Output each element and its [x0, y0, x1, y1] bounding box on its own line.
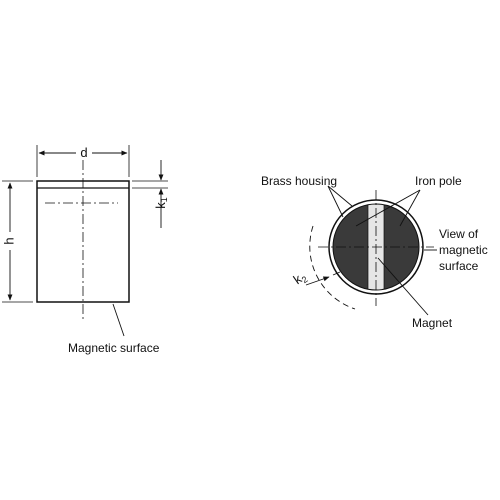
surface-label: surface [439, 259, 479, 273]
iron-pole-label: Iron pole [415, 174, 462, 188]
brass-housing-label: Brass housing [261, 174, 337, 188]
dimension-d-label: d [80, 145, 87, 160]
magnetic-label: magnetic [439, 243, 488, 257]
magnet-label: Magnet [412, 316, 453, 330]
magnetic-surface-leader [112, 303, 125, 337]
dimension-d: d [36, 144, 130, 177]
iron-pole-leader-right [399, 189, 421, 227]
dimension-k1-label: k1 [153, 197, 169, 209]
dimension-k2-label: k2 [290, 268, 309, 289]
dimension-h: h [1, 180, 33, 303]
dimension-k1: k1 [132, 160, 169, 228]
view-of-label: View of [439, 227, 479, 241]
side-view: d h k1 Magnetic surface [1, 144, 169, 355]
brass-housing-leader-2 [327, 185, 344, 218]
iron-pole-leader-left [355, 189, 421, 227]
magnet-leader [377, 257, 429, 316]
magnetic-surface-label: Magnetic surface [68, 341, 160, 355]
brass-housing-leader [327, 185, 353, 207]
front-view: k2 Brass housing Iron pole View of magne… [261, 174, 488, 330]
dimension-h-label: h [1, 237, 16, 244]
